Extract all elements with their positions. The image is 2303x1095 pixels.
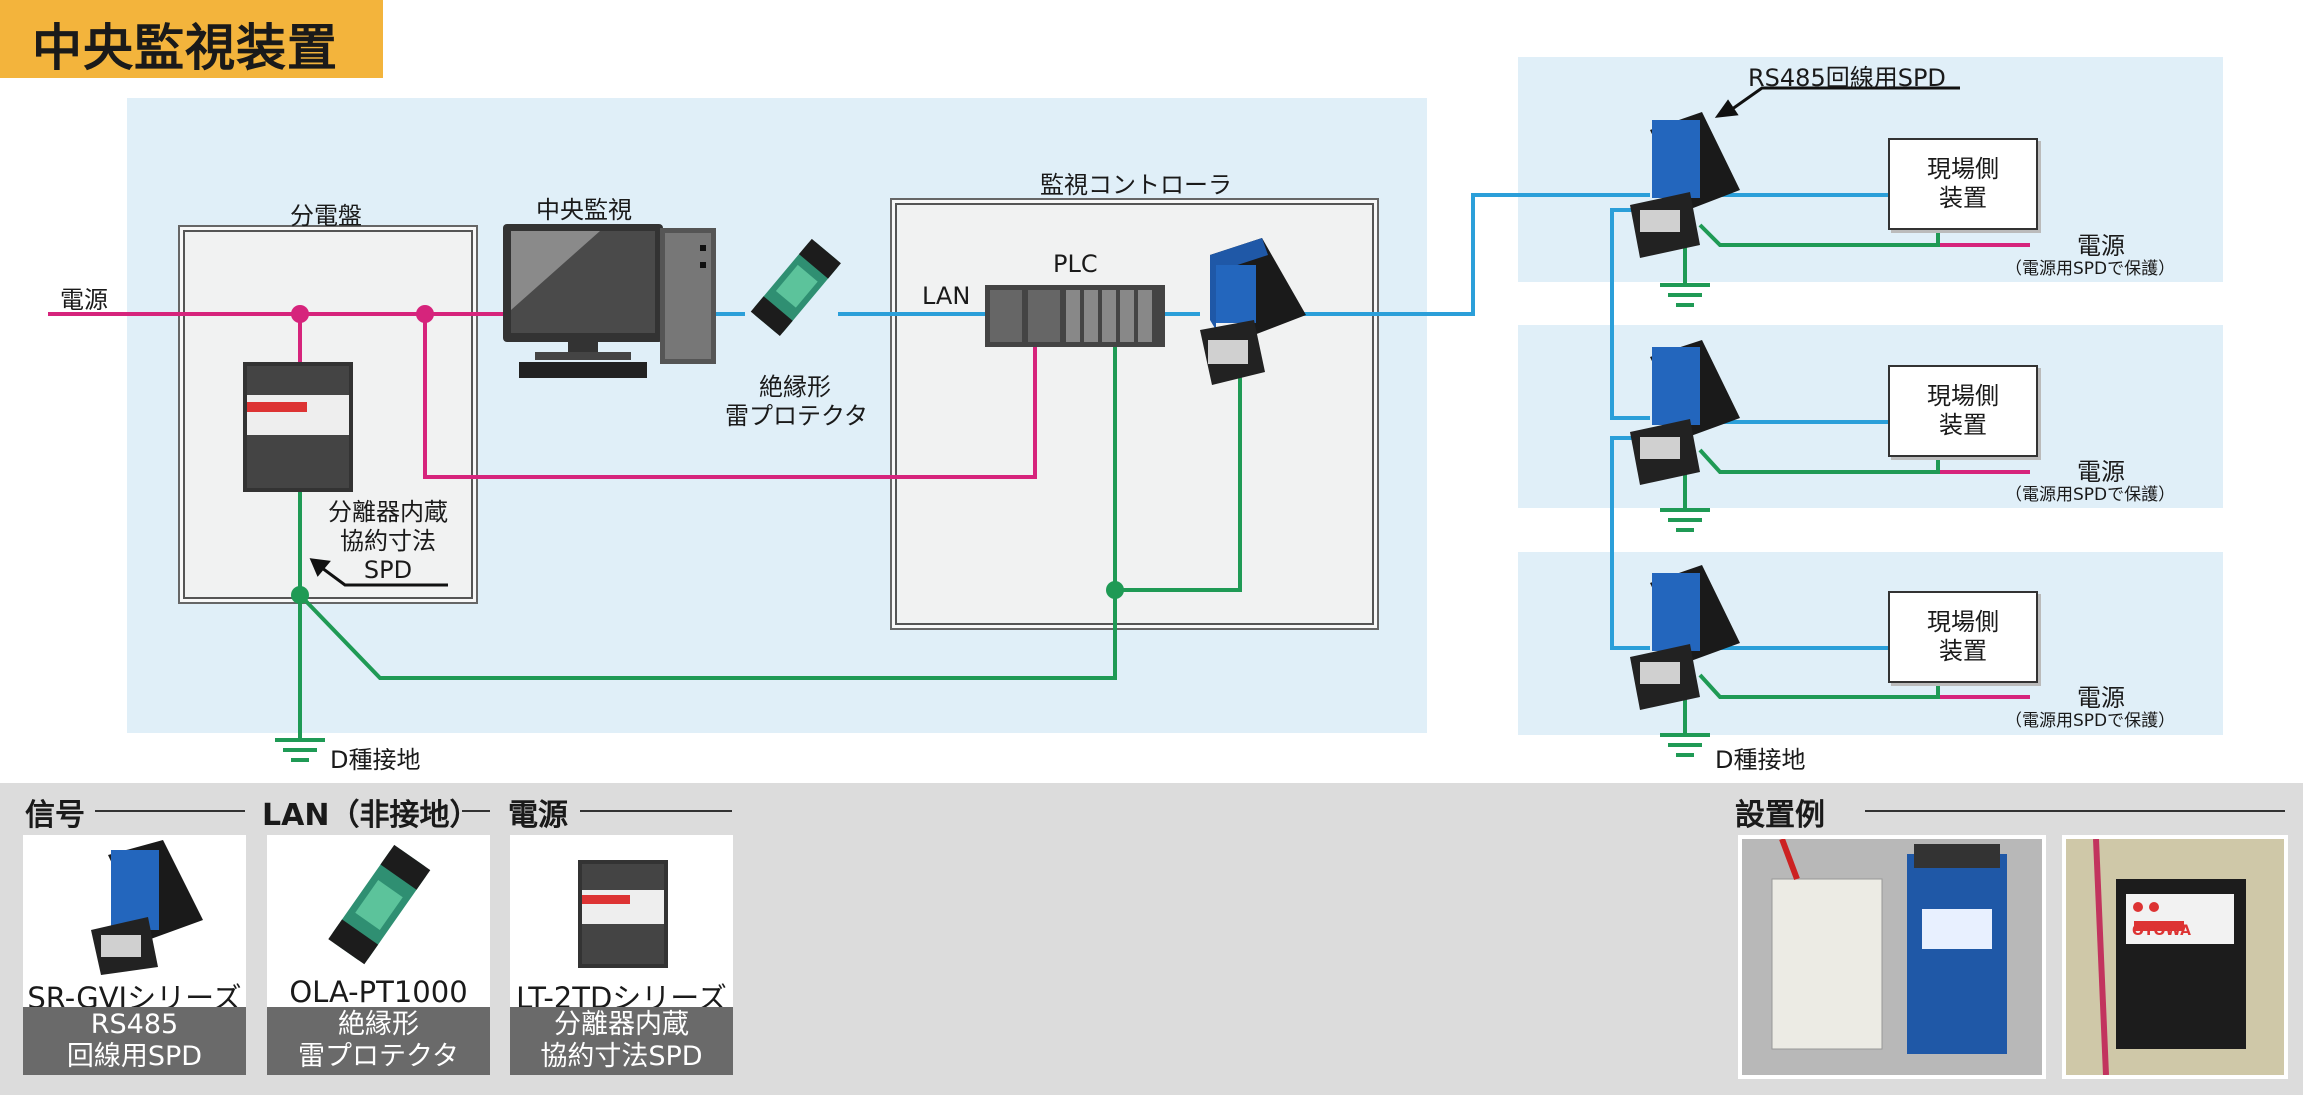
field-power-note-3: （電源用SPDで保護）: [2005, 711, 2176, 731]
field-power-2: [1936, 455, 2030, 474]
title-tab: [0, 0, 383, 78]
legend-example-head: 設置例: [1735, 798, 1825, 833]
controller-label: 監視コントローラ: [1040, 171, 1232, 199]
ground-lines: [298, 223, 1940, 740]
rs485-spd-field-3-icon: [1630, 565, 1740, 710]
product-card-sr-gvj: SR-GVJシリーズ RS485 回線用SPD: [23, 835, 246, 1075]
field-power-1: [1936, 230, 2030, 247]
lt2td-spd-icon: [243, 362, 353, 492]
field-device-3: 現場側 装置: [1888, 591, 2038, 683]
earth-symbols: [275, 283, 1710, 762]
field-power-label-3: 電源: [2077, 684, 2125, 712]
ground-label-right: D種接地: [1715, 746, 1806, 774]
field-power-label-1: 電源: [2077, 232, 2125, 260]
isolation-protector-icon: [750, 238, 841, 337]
legend-signal-line: [95, 810, 245, 812]
installation-photo-2-image: [2066, 839, 2284, 1075]
product-card-lt-2td: LT-2TDシリーズ 分離器内蔵 協約寸法SPD: [510, 835, 733, 1075]
lt-2td-product-icon: [578, 860, 668, 968]
page-title: 中央監視装置: [32, 19, 338, 77]
installation-photo-2: OTOWA: [2062, 835, 2288, 1079]
power-junction-1: [291, 305, 309, 323]
plc-icon: [985, 285, 1165, 347]
pointer-arrows: [309, 86, 1960, 587]
rs485-spd-controller-icon: [1200, 238, 1306, 385]
pc-monitor-icon: [503, 224, 716, 378]
legend-signal-head: 信号: [25, 798, 85, 833]
central-monitor-label: 中央監視: [536, 196, 632, 224]
sr-gvj-product-icon: [91, 840, 203, 975]
field-panel-3: [1518, 552, 2223, 735]
card-desc: RS485 回線用SPD: [23, 1007, 246, 1075]
ola-pt1000-product-icon: [328, 844, 431, 965]
left-power-label: 電源: [60, 286, 108, 314]
signal-lines: [712, 193, 1888, 650]
isolation-protector-label: 絶縁形 雷プロテクタ: [725, 373, 869, 430]
photo-brand-text: OTOWA: [2132, 923, 2192, 939]
field-device-2: 現場側 装置: [1888, 365, 2038, 457]
legend-power-line: [580, 810, 732, 812]
legend-power-head: 電源: [508, 798, 568, 833]
rs485-spd-field-1-icon: [1630, 112, 1740, 258]
card-desc: 絶縁形 雷プロテクタ: [267, 1007, 490, 1075]
rs485-spd-field-2-icon: [1630, 340, 1740, 485]
field-power-note-2: （電源用SPDで保護）: [2005, 485, 2176, 505]
controller-box: [895, 203, 1374, 625]
card-desc: 分離器内蔵 協約寸法SPD: [510, 1007, 733, 1075]
card-model: OLA-PT1000: [289, 975, 468, 1009]
power-junction-2: [416, 305, 434, 323]
ground-junction-1: [291, 586, 309, 604]
plc-label: PLC: [1053, 250, 1098, 278]
product-card-ola-pt1000: OLA-PT1000 絶縁形 雷プロテクタ: [267, 835, 490, 1075]
lan-label: LAN: [922, 282, 971, 310]
installation-photo-1-image: [1742, 839, 2042, 1075]
ground-label-left: D種接地: [330, 746, 421, 774]
field-power-label-2: 電源: [2077, 458, 2125, 486]
rs485-spd-label: RS485回線用SPD: [1748, 64, 1946, 92]
legend-lan-line: [462, 810, 490, 812]
legend-lan-head: LAN（非接地）: [262, 798, 480, 833]
field-power-note-1: （電源用SPDで保護）: [2005, 259, 2176, 279]
panel-board-label: 分電盤: [290, 202, 362, 230]
legend-example-line: [1865, 810, 2285, 812]
field-device-1: 現場側 装置: [1888, 138, 2038, 230]
ground-junction-2: [1106, 581, 1124, 599]
installation-photo-1: [1738, 835, 2046, 1079]
spd-label: 分離器内蔵 協約寸法 SPD: [328, 498, 448, 584]
